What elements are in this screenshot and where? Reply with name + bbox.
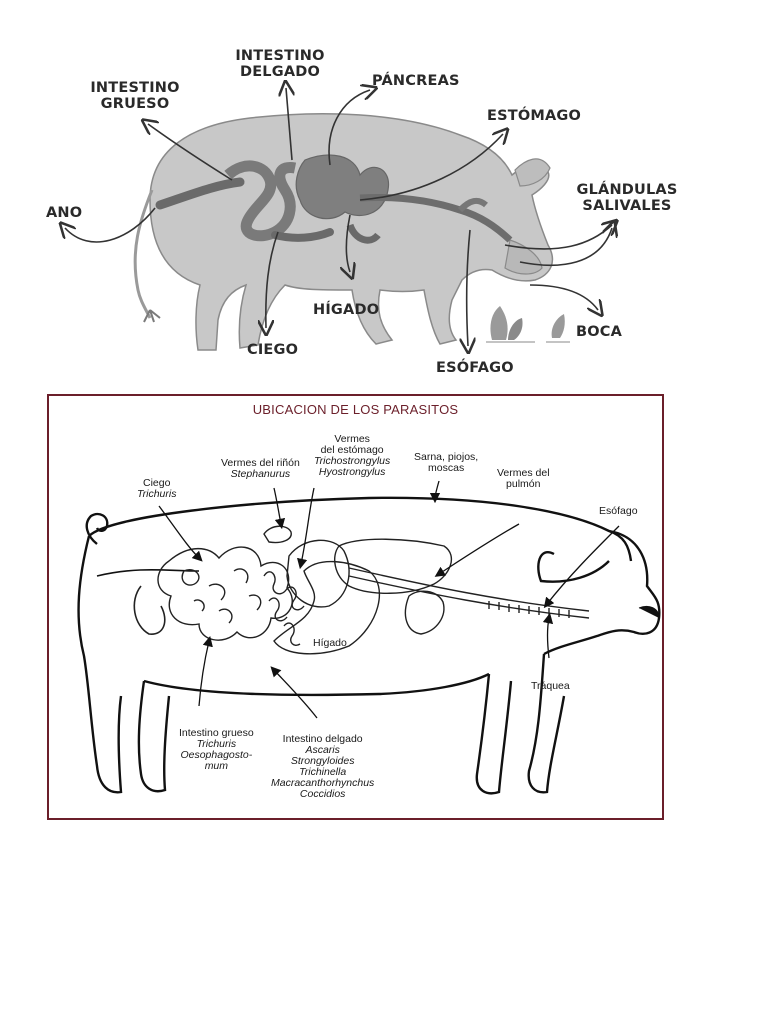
label-ciego: CIEGO — [247, 342, 298, 358]
label-estomago: ESTÓMAGO — [487, 108, 581, 124]
label-esofago-parasitos: Esófago — [599, 506, 638, 517]
label-pancreas: PÁNCREAS — [372, 73, 460, 89]
label-higado: HÍGADO — [313, 302, 379, 318]
label-sarna-piojos: Sarna, piojos,moscas — [414, 452, 478, 474]
label-ano: ANO — [46, 205, 82, 221]
parasite-location-diagram: UBICACION DE LOS PARASITOS — [47, 394, 664, 820]
label-boca: BOCA — [576, 324, 622, 340]
label-traquea: Tráquea — [531, 681, 570, 692]
internal-organs — [134, 526, 589, 654]
label-higado-parasitos: Hígado — [313, 638, 347, 649]
label-esofago: ESÓFAGO — [436, 360, 514, 376]
